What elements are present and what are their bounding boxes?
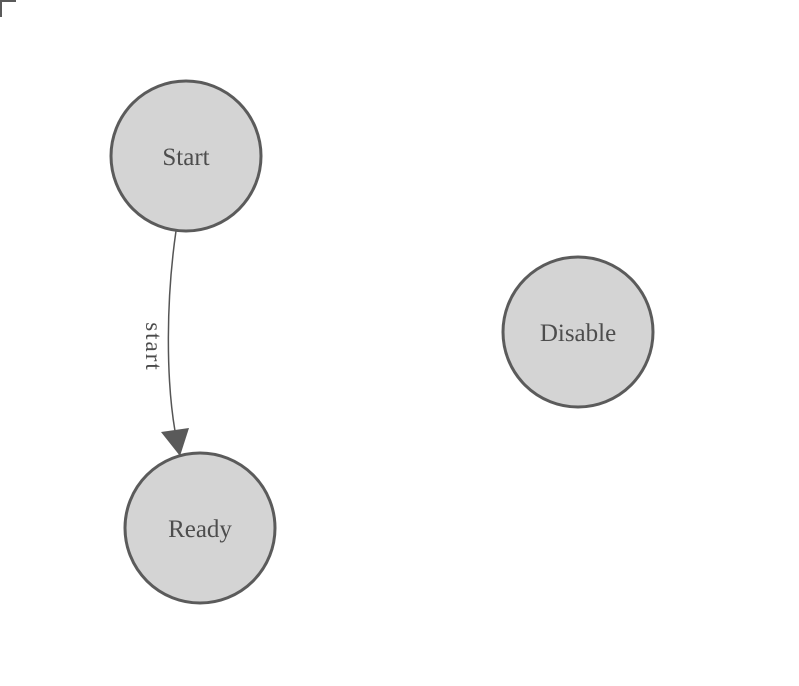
canvas-corner-mark <box>0 0 16 17</box>
edge-label: start <box>141 322 166 372</box>
transition-edge-start-to-ready[interactable]: start <box>141 230 189 456</box>
corner-mark-horizontal <box>0 0 16 2</box>
state-node-disable[interactable]: Disable <box>501 255 655 409</box>
state-circle-ready[interactable] <box>123 451 277 605</box>
state-circle-disable[interactable] <box>501 255 655 409</box>
state-circle-start[interactable] <box>109 79 263 233</box>
state-node-start[interactable]: Start <box>109 79 263 233</box>
arrowhead-icon <box>161 428 189 456</box>
transition-path <box>167 230 177 432</box>
corner-mark-vertical <box>0 0 2 17</box>
state-node-ready[interactable]: Ready <box>123 451 277 605</box>
